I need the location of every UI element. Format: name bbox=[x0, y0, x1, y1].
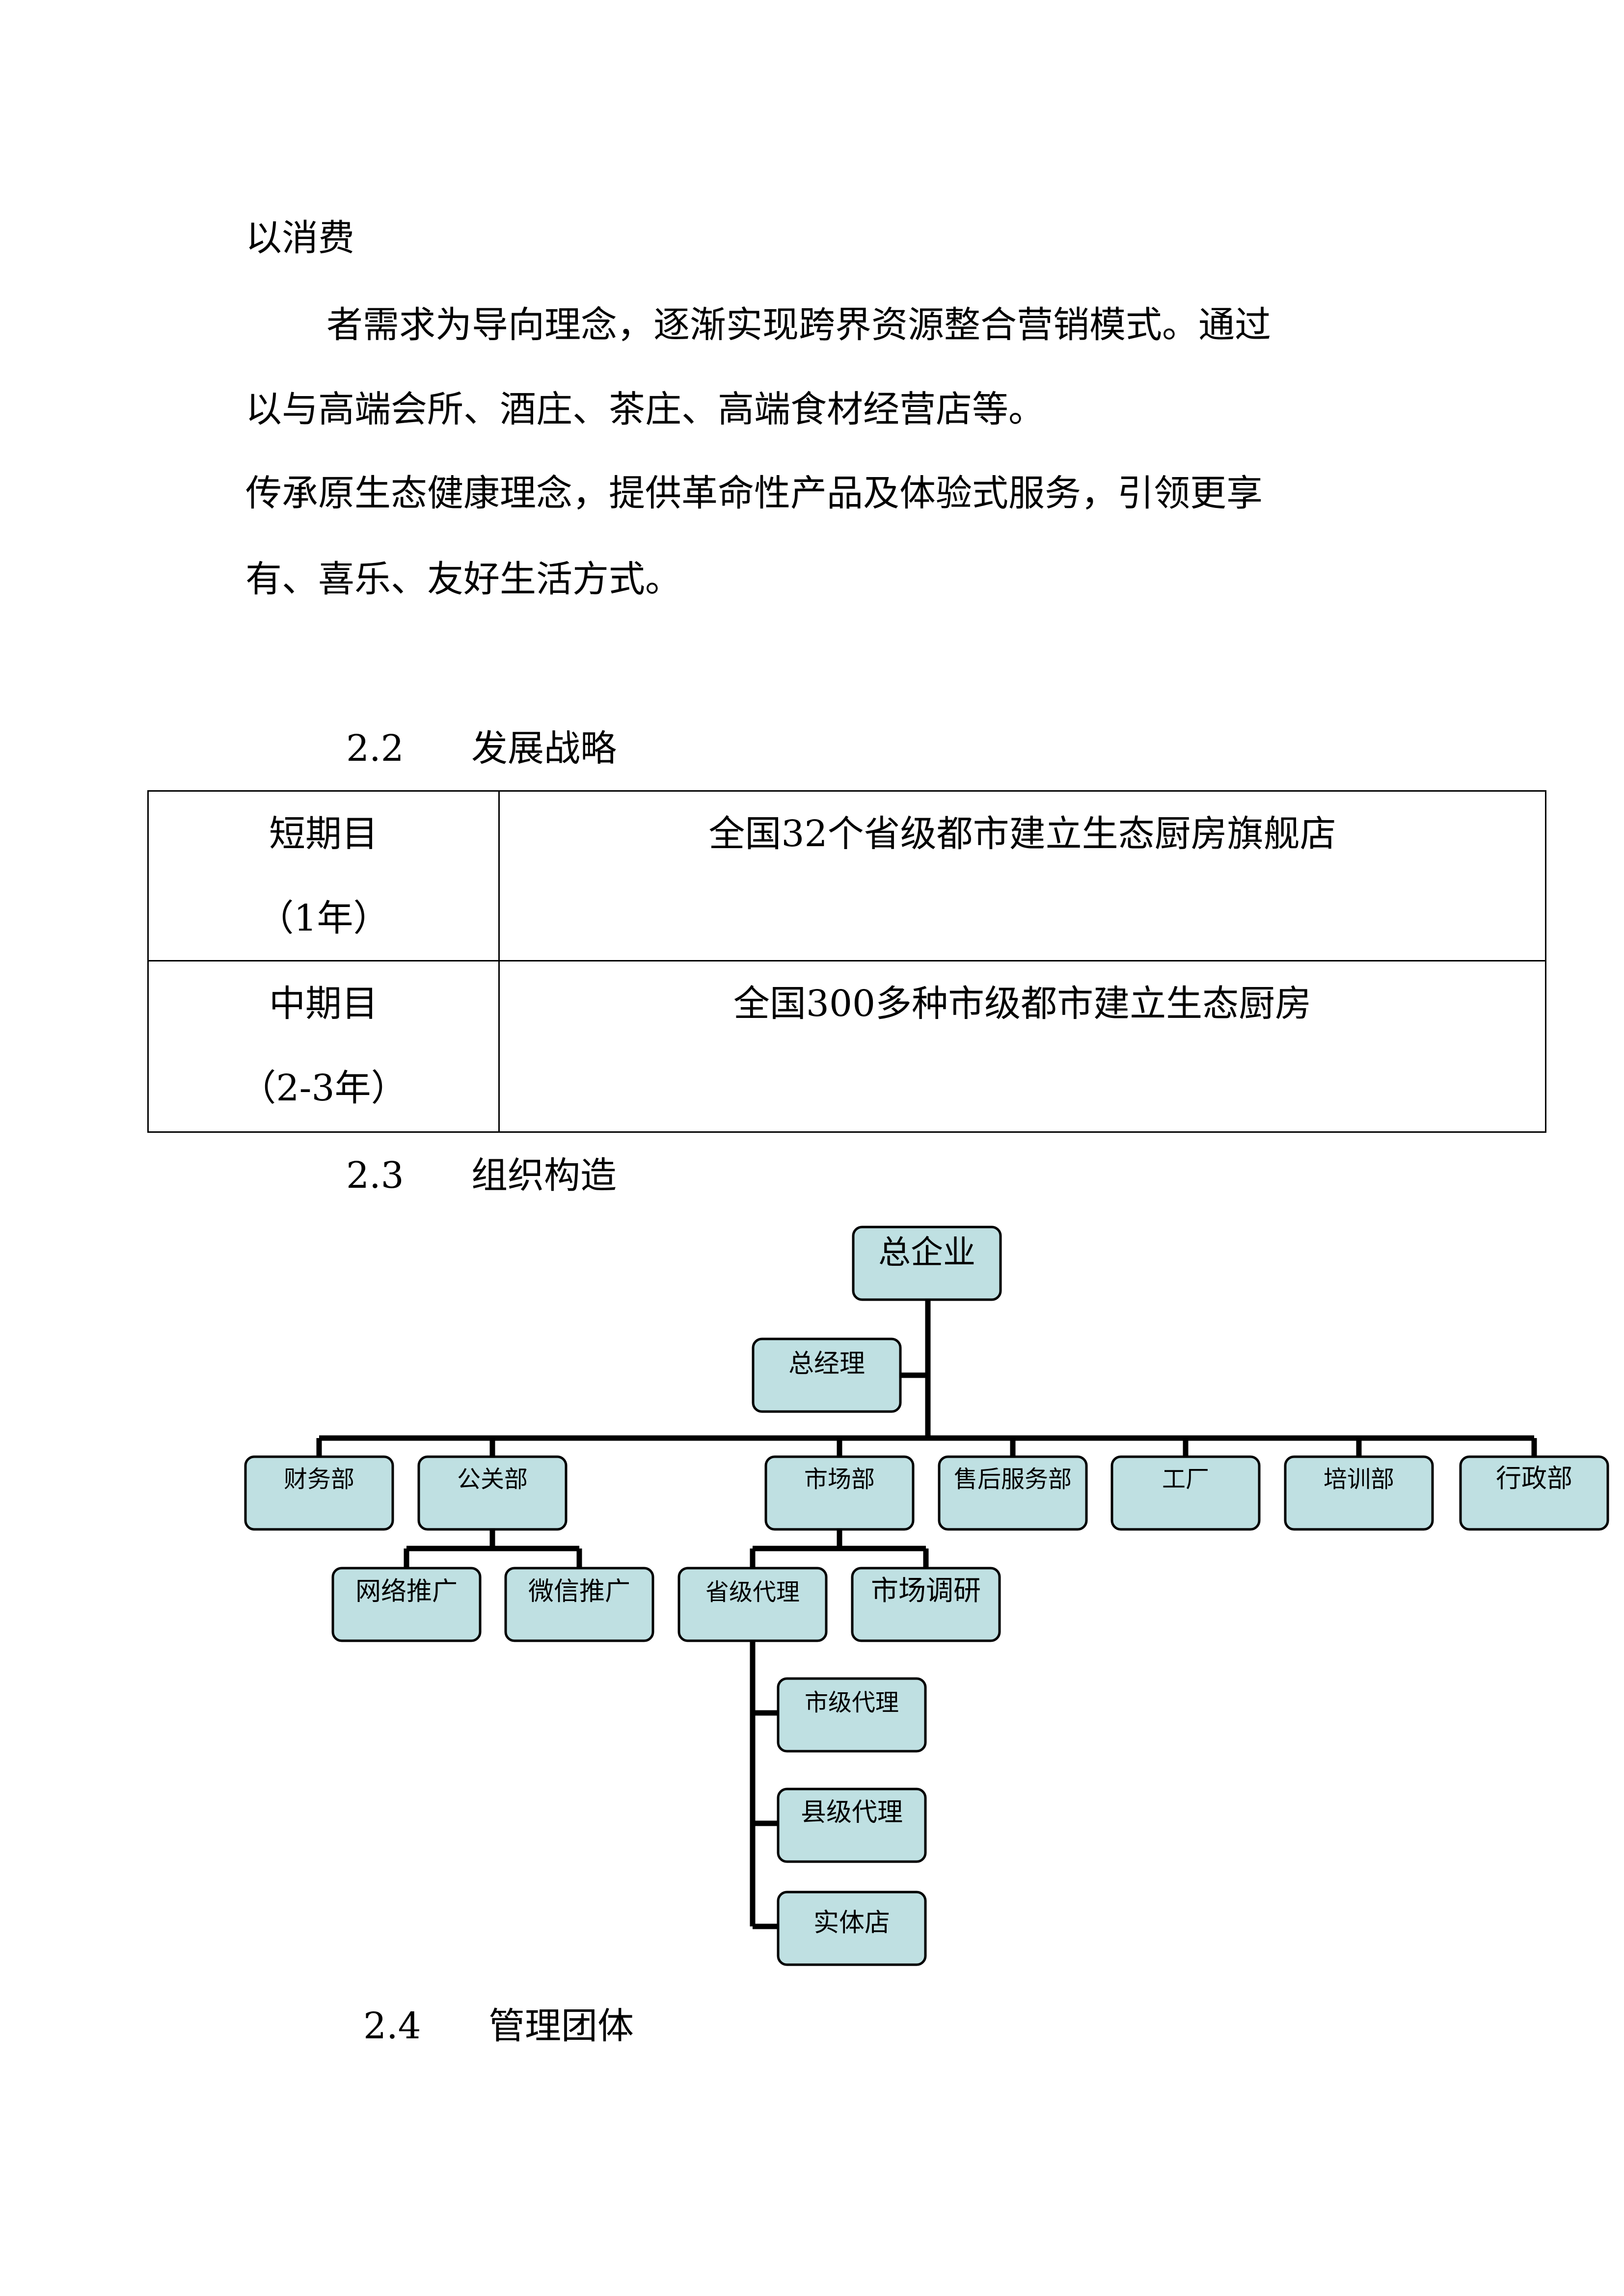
node-box bbox=[777, 1891, 927, 1966]
org-node-finance: 财务部 bbox=[244, 1455, 394, 1531]
section-title: 组织构造 bbox=[471, 1154, 617, 1197]
node-label: 市级代理 bbox=[805, 1689, 899, 1716]
node-box bbox=[938, 1455, 1088, 1531]
node-label: 财务部 bbox=[284, 1466, 354, 1493]
paragraph-2: 者需求为导向理念，逐渐实现跨界资源整合营销模式。通过 bbox=[326, 304, 1271, 346]
section-heading-2-2: 2.2 发展战略 bbox=[346, 724, 617, 773]
node-label: 总企业 bbox=[878, 1233, 975, 1271]
node-label: 培训部 bbox=[1324, 1466, 1394, 1493]
org-node-market-research: 市场调研 bbox=[851, 1567, 1001, 1642]
org-node-market: 市场部 bbox=[764, 1455, 915, 1531]
node-box bbox=[1459, 1455, 1609, 1531]
node-label: 县级代理 bbox=[801, 1798, 903, 1827]
org-node-factory: 工厂 bbox=[1110, 1455, 1261, 1531]
table-row: 中期目 （2-3年） 全国300多种市级都市建立生态厨房 bbox=[149, 961, 1545, 1131]
org-node-city-agent: 市级代理 bbox=[777, 1677, 927, 1753]
node-box bbox=[417, 1455, 568, 1531]
org-node-store: 实体店 bbox=[777, 1891, 927, 1966]
section-title: 发展战略 bbox=[471, 727, 617, 770]
node-label: 总经理 bbox=[788, 1349, 865, 1379]
node-label: 微信推广 bbox=[528, 1577, 630, 1606]
node-label: 市场调研 bbox=[871, 1575, 981, 1607]
org-node-gm: 总经理 bbox=[752, 1337, 902, 1413]
term-label: 短期目 bbox=[269, 813, 378, 855]
section-title: 管理团体 bbox=[488, 2005, 634, 2047]
node-box bbox=[764, 1455, 915, 1531]
org-node-web-promo: 网络推广 bbox=[331, 1567, 482, 1642]
node-label: 行政部 bbox=[1496, 1464, 1572, 1494]
node-box bbox=[851, 1567, 1001, 1642]
strategy-table: 短期目 （1年） 全国32个省级都市建立生态厨房旗舰店 中期目 （2-3年） 全… bbox=[147, 790, 1546, 1133]
org-node-county-agent: 县级代理 bbox=[777, 1788, 927, 1863]
org-node-prov-agent: 省级代理 bbox=[677, 1567, 828, 1642]
node-box bbox=[1284, 1455, 1434, 1531]
node-label: 市场部 bbox=[804, 1466, 875, 1493]
node-label: 实体店 bbox=[813, 1908, 890, 1938]
node-box bbox=[777, 1788, 927, 1863]
node-label: 公关部 bbox=[457, 1466, 528, 1493]
section-heading-2-4: 2.4 管理团体 bbox=[363, 2002, 634, 2051]
node-box bbox=[752, 1337, 902, 1413]
node-label: 省级代理 bbox=[705, 1578, 800, 1606]
goal-cell: 全国32个省级都市建立生态厨房旗舰店 bbox=[708, 813, 1336, 855]
org-node-hq: 总企业 bbox=[852, 1226, 1002, 1301]
org-node-pr: 公关部 bbox=[417, 1455, 568, 1531]
section-number: 2.2 bbox=[346, 727, 404, 770]
term-period: （2-3年） bbox=[240, 1067, 407, 1109]
section-heading-2-3: 2.3 组织构造 bbox=[346, 1151, 617, 1200]
node-box bbox=[331, 1567, 482, 1642]
term-period: （1年） bbox=[257, 897, 390, 939]
node-label: 工厂 bbox=[1162, 1466, 1209, 1493]
term-label: 中期目 bbox=[269, 983, 378, 1025]
paragraph-4: 传承原生态健康理念，提供革命性产品及体验式服务，引领更享 bbox=[245, 472, 1263, 514]
paragraph-5: 有、喜乐、友好生活方式。 bbox=[245, 558, 681, 600]
node-box bbox=[852, 1226, 1002, 1301]
term-cell: 中期目 （2-3年） bbox=[149, 961, 500, 1131]
node-label: 网络推广 bbox=[355, 1577, 458, 1606]
node-box bbox=[1110, 1455, 1261, 1531]
term-cell: 短期目 （1年） bbox=[149, 792, 500, 960]
node-box bbox=[777, 1677, 927, 1753]
section-number: 2.4 bbox=[363, 2005, 421, 2047]
table-row: 短期目 （1年） 全国32个省级都市建立生态厨房旗舰店 bbox=[149, 792, 1545, 961]
paragraph-1: 以消费 bbox=[245, 217, 354, 259]
connectors bbox=[316, 1300, 1537, 1929]
node-box bbox=[677, 1567, 828, 1642]
org-node-wechat-promo: 微信推广 bbox=[504, 1567, 654, 1642]
node-box bbox=[244, 1455, 394, 1531]
org-node-admin: 行政部 bbox=[1459, 1455, 1609, 1531]
org-node-aftersales: 售后服务部 bbox=[938, 1455, 1088, 1531]
node-box bbox=[504, 1567, 654, 1642]
goal-cell: 全国300多种市级都市建立生态厨房 bbox=[733, 983, 1312, 1025]
node-label: 售后服务部 bbox=[954, 1466, 1072, 1493]
org-node-training: 培训部 bbox=[1284, 1455, 1434, 1531]
section-number: 2.3 bbox=[346, 1154, 404, 1197]
paragraph-3: 以与高端会所、酒庄、茶庄、高端食材经营店等。 bbox=[245, 388, 1045, 430]
